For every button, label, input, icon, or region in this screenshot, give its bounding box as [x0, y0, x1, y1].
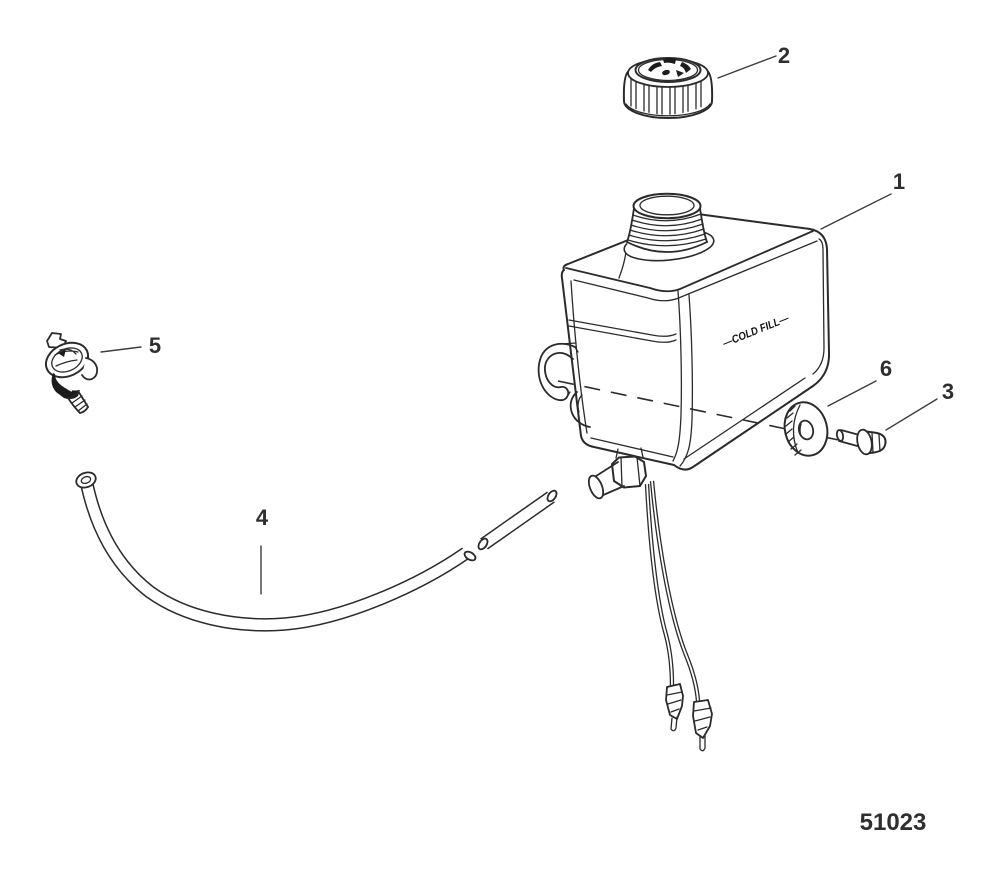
- callout-2: 2: [778, 43, 790, 68]
- fitting-shaded-body: [51, 373, 80, 400]
- figure-code: 51023: [860, 809, 927, 836]
- callout-5: 5: [149, 333, 161, 358]
- hose-short-segment: [477, 489, 558, 551]
- leader-line-3: [885, 398, 938, 431]
- leader-line-1: [820, 193, 892, 230]
- sensor-wires: [644, 480, 713, 752]
- leader-line-5: [100, 346, 142, 353]
- washer-hatching: [785, 405, 802, 456]
- washer-hole: [797, 419, 815, 441]
- wire-connector-left: [665, 683, 684, 732]
- filler-neck: [626, 192, 708, 254]
- hose-open-end: [75, 471, 97, 489]
- callout-1: 1: [893, 169, 905, 194]
- neck-threads: [627, 213, 707, 247]
- outlet-tube-end: [587, 474, 605, 500]
- washer: [783, 401, 829, 457]
- tank-seam-line: [568, 319, 677, 343]
- filler-cap: [622, 57, 714, 119]
- reservoir-tank: —COLD FILL—: [537, 192, 831, 752]
- outlet-fitting: [587, 447, 647, 500]
- wire-connector-right: [692, 699, 713, 752]
- fitting-barb-nipple: [67, 390, 89, 414]
- mounting-hook: [537, 342, 591, 428]
- callout-6: 6: [880, 356, 892, 381]
- hose: [75, 471, 558, 632]
- outlet-hex-nut: [611, 455, 647, 489]
- hose-break-end: [463, 550, 477, 562]
- cap-top-markings: [648, 58, 691, 77]
- flange-bolt: [835, 428, 887, 456]
- valve-fitting: [44, 332, 99, 414]
- bolt-flange: [856, 428, 873, 456]
- leader-line-2: [717, 55, 777, 79]
- cap-ribs: [630, 77, 702, 115]
- leader-line-6: [827, 380, 877, 407]
- callout-4: 4: [256, 505, 269, 530]
- callout-3: 3: [942, 379, 954, 404]
